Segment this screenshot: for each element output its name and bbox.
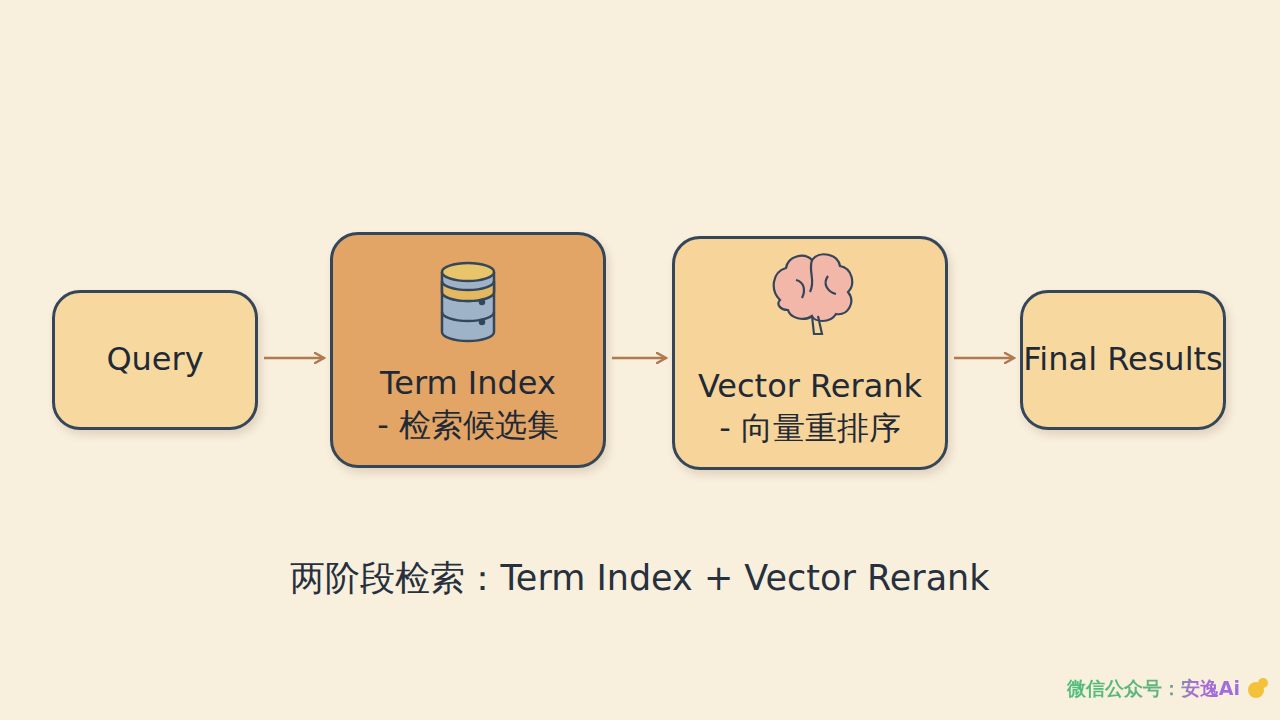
box-subtitle: - 向量重排序	[719, 408, 901, 450]
box-subtitle: - 检索候选集	[377, 405, 559, 447]
flow-arrow	[612, 357, 666, 360]
box-title: Term Index	[380, 363, 556, 405]
box-title: Final Results	[1023, 339, 1222, 381]
database-icon	[442, 263, 494, 341]
flow-arrow	[264, 357, 324, 360]
process-box: Query	[52, 290, 258, 430]
watermark: 微信公众号：安逸Ai	[1067, 676, 1240, 702]
box-title: Query	[106, 339, 203, 381]
process-box: Final Results	[1020, 290, 1226, 430]
flow-arrow	[954, 357, 1014, 360]
brain-icon	[774, 254, 852, 334]
process-box: Term Index- 检索候选集	[330, 232, 606, 468]
process-box: Vector Rerank- 向量重排序	[672, 236, 948, 470]
duck-icon	[1248, 678, 1268, 698]
box-title: Vector Rerank	[698, 366, 922, 408]
caption: 两阶段检索：Term Index + Vector Rerank	[140, 555, 1140, 602]
